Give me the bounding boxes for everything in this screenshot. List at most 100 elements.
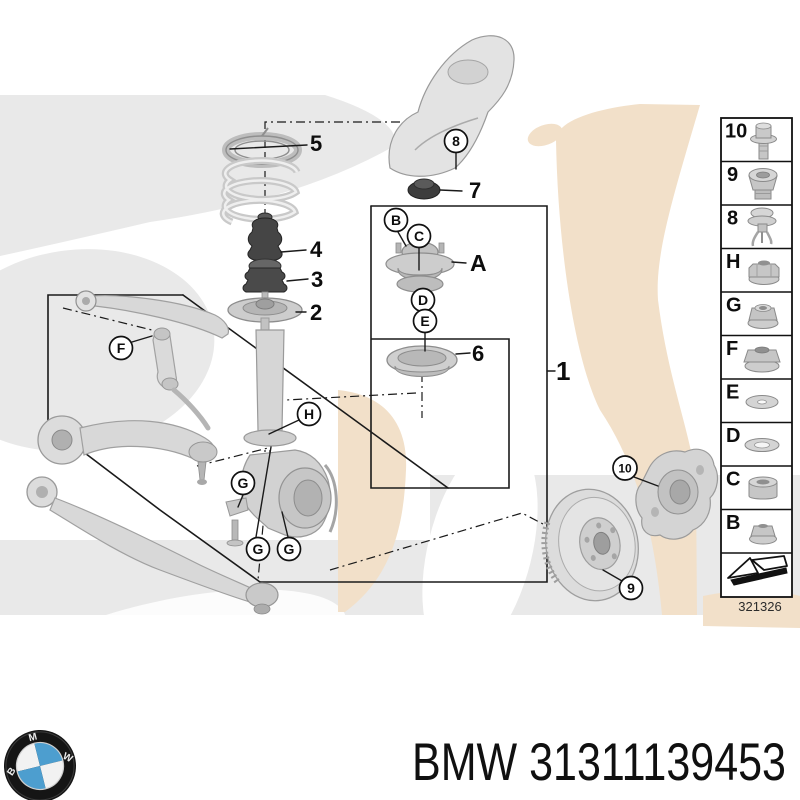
part-number-labels: 5 4 3 2 7 A 6 1 — [310, 131, 570, 386]
direction-arrow-icon — [727, 555, 788, 586]
svg-text:9: 9 — [627, 580, 635, 596]
part-label-1: 1 — [556, 356, 570, 386]
svg-text:C: C — [414, 228, 424, 244]
kit-box-inner — [370, 205, 510, 489]
upper-mount-cap-drawing — [407, 178, 441, 200]
arm-pointer-line — [62, 307, 169, 335]
leader-10 — [633, 476, 659, 487]
coil-spring-drawing — [219, 157, 301, 226]
leader-H — [268, 419, 300, 435]
part-drawings — [26, 35, 719, 615]
svg-text:H: H — [304, 406, 314, 422]
logo-letter-m: M — [28, 732, 39, 745]
leader-9 — [602, 569, 623, 582]
tension-strut-drawing — [37, 415, 218, 485]
svg-text:G: G — [238, 475, 249, 491]
leader-5 — [229, 144, 308, 150]
kit-box-1 — [259, 205, 548, 583]
brake-disc-drawing — [541, 488, 639, 602]
strut-and-knuckle-drawing — [225, 317, 338, 547]
balljoint-pointer-line — [196, 447, 269, 467]
legend-row-label: G — [726, 295, 742, 317]
collar-nut-icon — [748, 476, 778, 500]
spring-seat-drawing — [227, 291, 303, 323]
legend-row-label: F — [726, 338, 738, 360]
callout-10: 10 — [612, 455, 638, 481]
leader-4 — [280, 249, 307, 253]
callout-8: 8 — [443, 128, 469, 154]
leader-A — [451, 261, 467, 264]
stabilizer-link-drawing — [152, 327, 211, 431]
support-bracket-drawing — [388, 35, 515, 177]
callout-G3: G — [276, 536, 302, 562]
boot-cap-drawing — [242, 258, 288, 293]
svg-text:G: G — [284, 541, 295, 557]
leader-G1 — [237, 494, 244, 508]
conical-washer-icon — [744, 438, 780, 452]
legend-row-label: C — [726, 469, 740, 491]
svg-text:E: E — [420, 313, 429, 329]
footer: B M W BMW 31311139453 — [4, 730, 786, 800]
callout-E: E — [412, 308, 438, 334]
callout-9: 9 — [618, 575, 644, 601]
legend-row-label: E — [726, 382, 739, 404]
part-label-A: A — [470, 250, 487, 276]
lower-spring-pad-drawing — [386, 345, 458, 377]
leader-B — [397, 231, 407, 247]
part-number-title: BMW 31311139453 — [412, 733, 786, 792]
part-label-4: 4 — [310, 237, 323, 262]
strut-mount-drawing — [385, 241, 455, 293]
leader-lines — [131, 144, 659, 582]
spring-retainer-ring-drawing — [222, 127, 302, 168]
bump-stop-drawing — [247, 212, 283, 261]
svg-text:D: D — [418, 292, 428, 308]
leader-G3 — [281, 511, 289, 538]
callout-B: B — [383, 207, 409, 233]
bmw-logo: B M W — [4, 730, 76, 800]
flat-washer-icon — [745, 395, 779, 409]
legend-row-label: D — [726, 425, 740, 447]
lower-control-arm-drawing — [26, 476, 279, 615]
small-flange-nut-icon — [749, 524, 777, 545]
legend-row-label: 9 — [727, 164, 738, 186]
part-label-6: 6 — [472, 341, 484, 366]
leader-3 — [286, 278, 309, 282]
leader-G2 — [255, 446, 272, 538]
leader-F — [131, 335, 153, 343]
drawing-number: 321326 — [738, 599, 781, 614]
legend-row-label: H — [726, 251, 740, 273]
svg-text:8: 8 — [452, 133, 460, 149]
part-label-3: 3 — [311, 267, 323, 292]
callout-F: F — [108, 335, 134, 361]
callout-G2: G — [245, 536, 271, 562]
part-label-7: 7 — [469, 178, 481, 203]
part-label-5: 5 — [310, 131, 322, 156]
legend-row-label: 10 — [725, 121, 747, 143]
part-label-2: 2 — [310, 300, 322, 325]
callout-G1: G — [230, 470, 256, 496]
circled-callouts: 8 10 9 B C D E F — [108, 128, 644, 601]
socket-head-plug-icon — [748, 168, 778, 200]
upper-wishbone-drawing — [75, 290, 230, 339]
callout-D: D — [410, 287, 436, 313]
wheel-hub-drawing — [635, 448, 719, 540]
svg-text:F: F — [117, 340, 126, 356]
flange-nut-icon — [748, 260, 780, 285]
callout-C: C — [406, 223, 432, 249]
wide-flange-nut-icon — [743, 346, 781, 373]
legend-row-label: 8 — [727, 208, 738, 230]
pad-to-strut-line — [285, 392, 417, 401]
svg-text:G: G — [253, 541, 264, 557]
leader-7 — [439, 189, 463, 192]
flange-bolt-icon — [750, 122, 777, 160]
callout-H: H — [296, 401, 322, 427]
svg-text:B: B — [391, 212, 401, 228]
self-locking-flange-nut-icon — [747, 304, 779, 329]
fastener-legend-sidebar: 10 9 8 H G F E D C B — [720, 117, 793, 614]
expansion-rivet-icon — [747, 207, 777, 247]
legend-row-label: B — [726, 512, 740, 534]
leader-6 — [455, 352, 471, 355]
